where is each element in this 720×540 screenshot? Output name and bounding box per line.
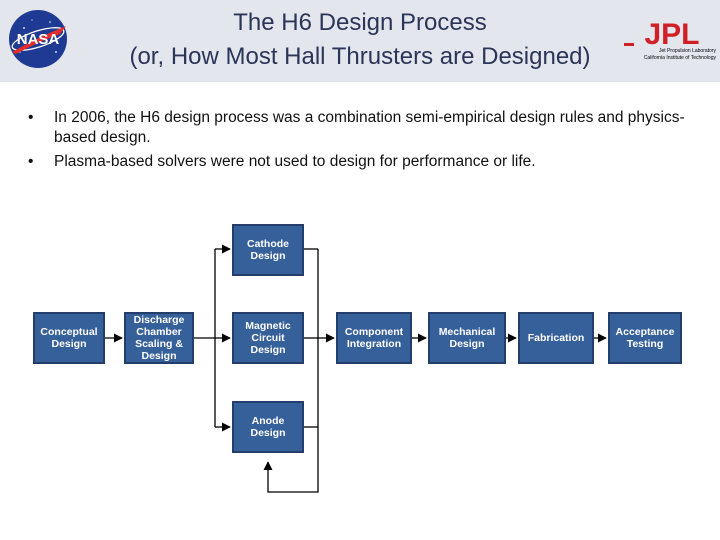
title-line-2: (or, How Most Hall Thrusters are Designe… xyxy=(129,43,591,70)
box-cathode-design: Cathode Design xyxy=(232,224,304,276)
bullet-text: Plasma-based solvers were not used to de… xyxy=(54,153,536,170)
bullet-item: • Plasma-based solvers were not used to … xyxy=(28,152,698,172)
jpl-letters-icon: JPL xyxy=(624,18,700,48)
page-title: The H6 Design Process (or, How Most Hall… xyxy=(80,6,640,74)
jpl-line-2: California Institute of Technology xyxy=(643,55,716,61)
bullet-marker: • xyxy=(28,109,34,126)
box-magnetic-circuit-design: Magnetic Circuit Design xyxy=(232,312,304,364)
jpl-logo: JPL Jet Propulsion Laboratory California… xyxy=(624,18,716,66)
nasa-wordmark: NASA xyxy=(17,31,60,48)
jpl-wordmark: JPL xyxy=(644,18,699,48)
box-component-integration: Component Integration xyxy=(336,312,412,364)
jpl-line-1: Jet Propulsion Laboratory xyxy=(659,48,716,54)
box-anode-design: Anode Design xyxy=(232,401,304,453)
box-discharge-chamber-scaling: Discharge Chamber Scaling & Design xyxy=(124,312,194,364)
bullet-text: In 2006, the H6 design process was a com… xyxy=(54,109,685,146)
nasa-logo: NASA xyxy=(9,10,67,68)
feedback-arrow-to-anode xyxy=(263,427,319,493)
bullet-marker: • xyxy=(28,153,34,170)
bullet-item: • In 2006, the H6 design process was a c… xyxy=(28,108,698,148)
box-fabrication: Fabrication xyxy=(518,312,594,364)
box-mechanical-design: Mechanical Design xyxy=(428,312,506,364)
title-line-1: The H6 Design Process xyxy=(233,9,487,36)
slide-header: NASA The H6 Design Process (or, How Most… xyxy=(0,0,720,82)
bullet-list: • In 2006, the H6 design process was a c… xyxy=(28,108,698,176)
box-acceptance-testing: Acceptance Testing xyxy=(608,312,682,364)
box-conceptual-design: Conceptual Design xyxy=(33,312,105,364)
